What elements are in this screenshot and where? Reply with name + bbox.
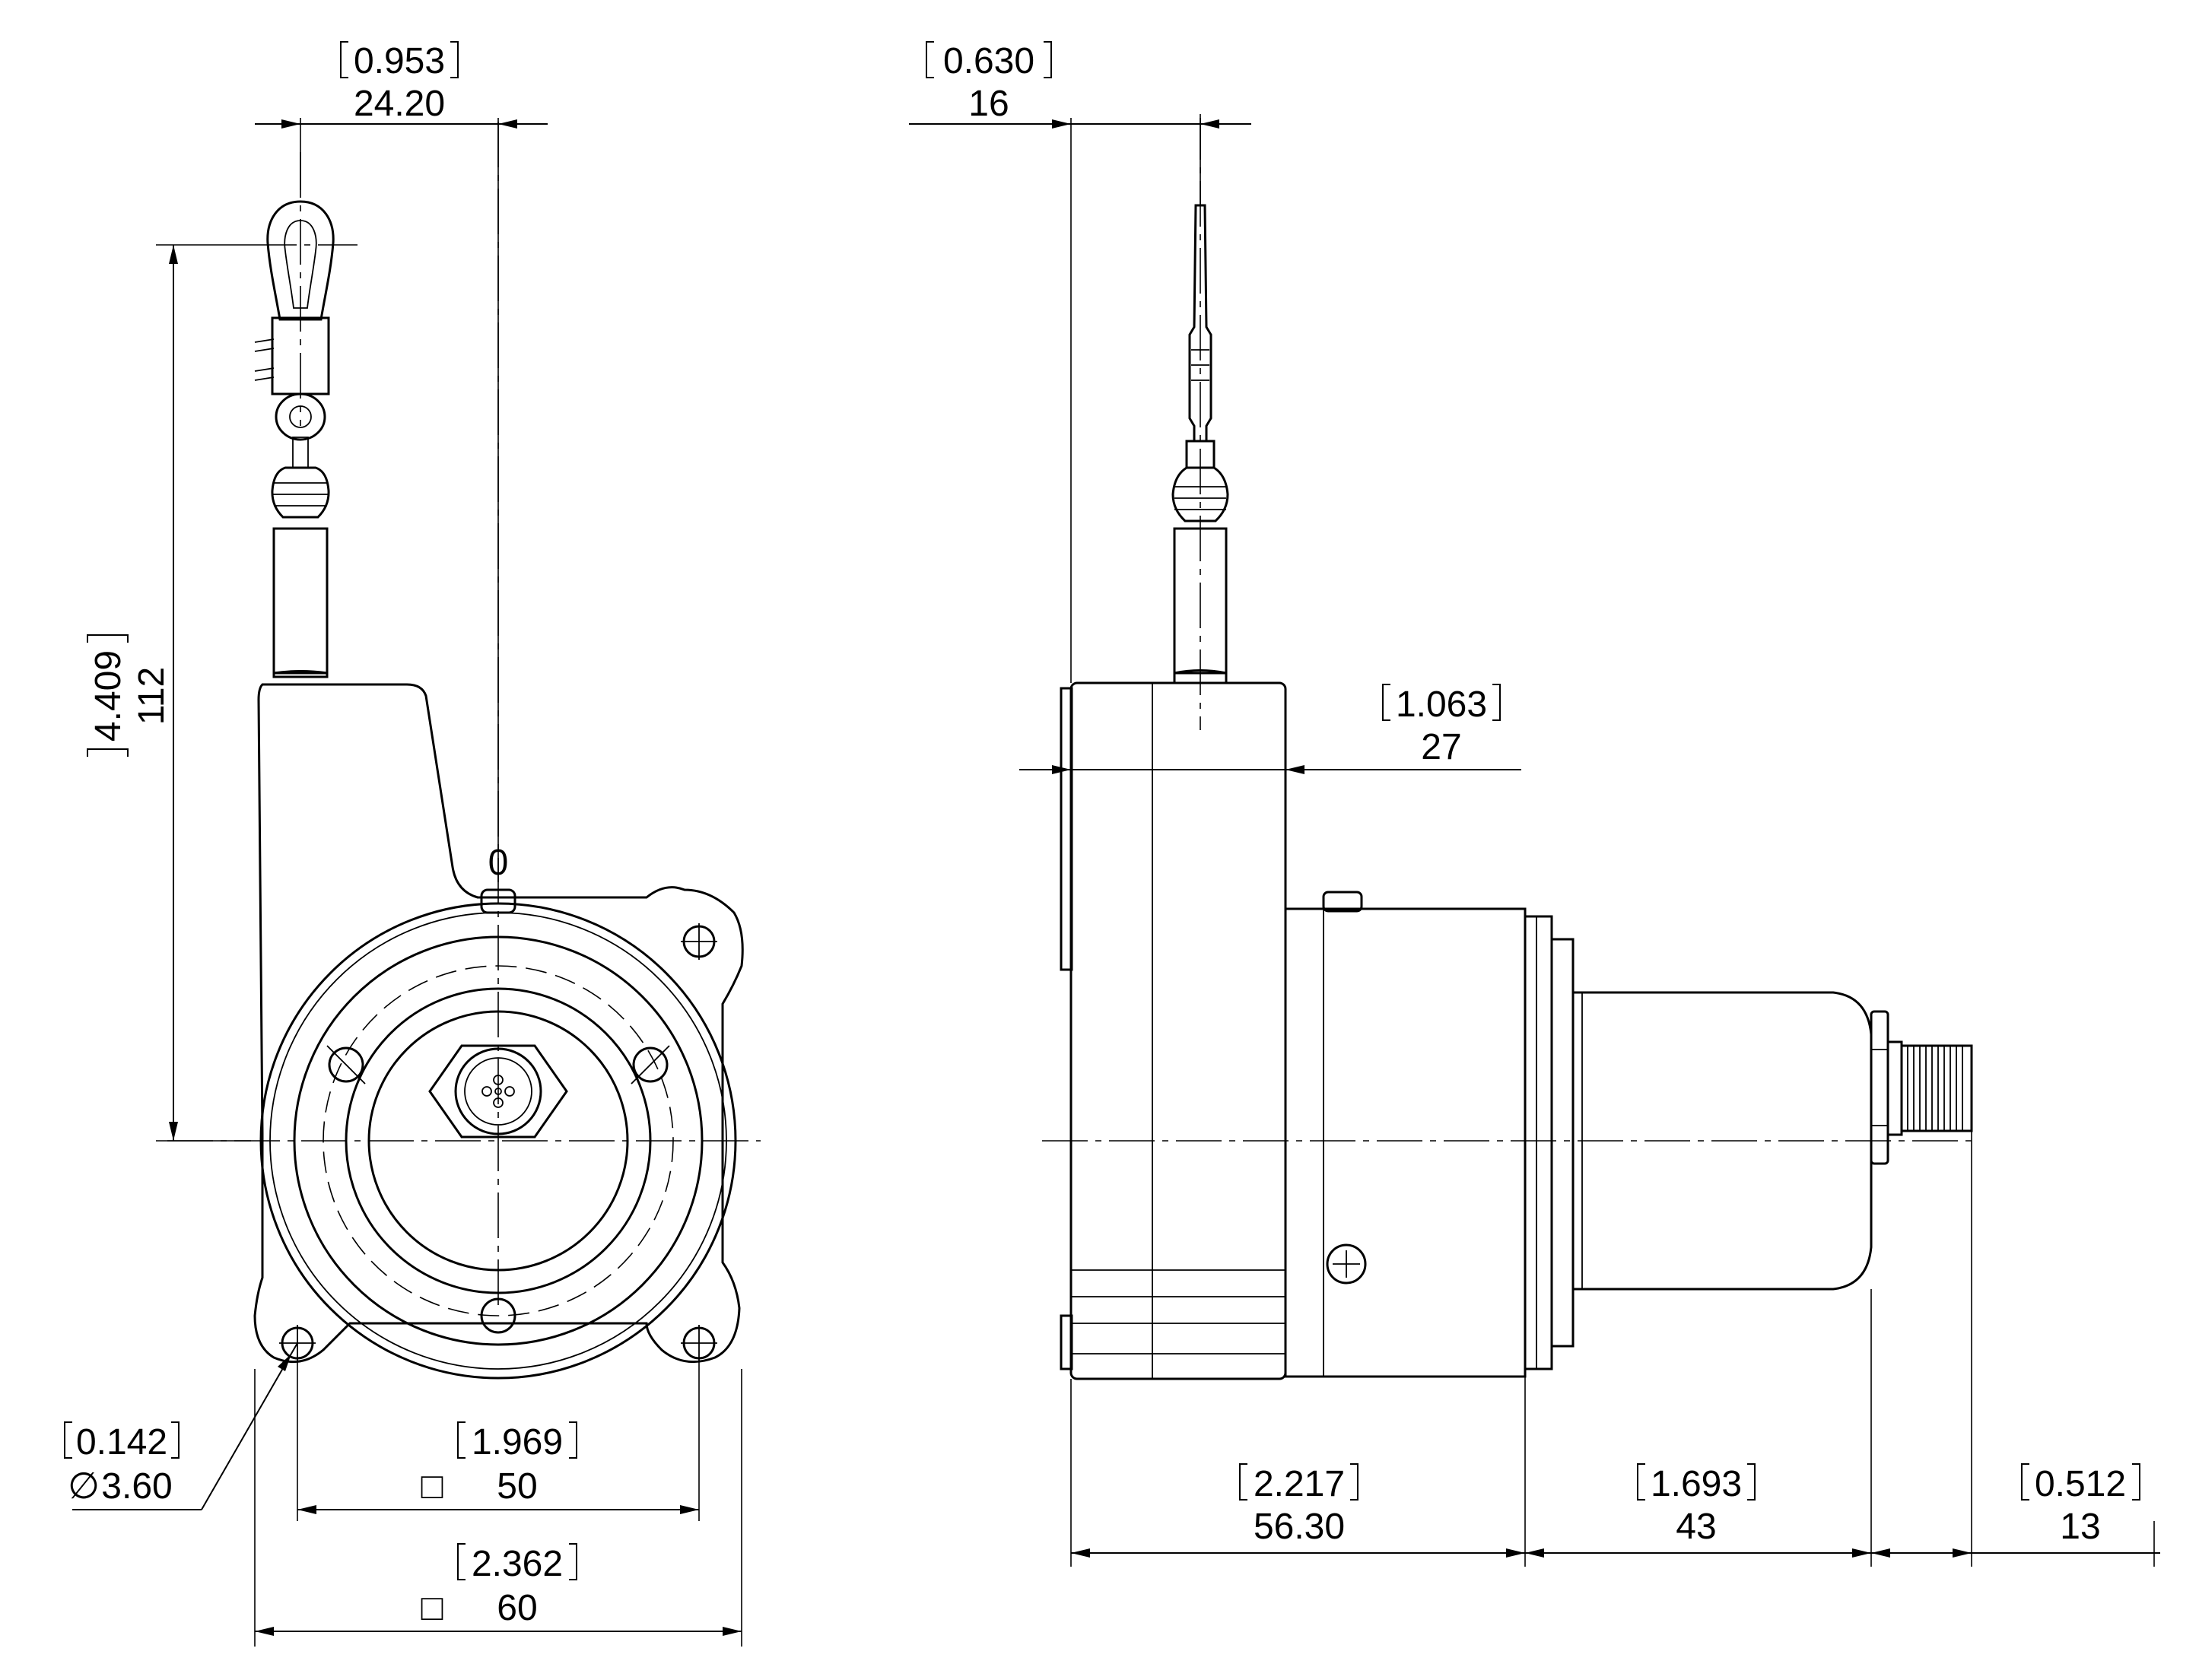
dim-height-front: 4.409 112 (87, 634, 172, 757)
dim-housing-depth-side: 1.063 27 (1382, 684, 1501, 767)
dim-encoder-length-side-mm: 43 (1676, 1507, 1716, 1547)
dim-cable-offset-side: 0.630 16 (926, 41, 1052, 124)
dim-housing-depth-side-mm: 27 (1421, 727, 1461, 767)
dim-body-length-side-inch: 2.217 (1254, 1464, 1345, 1504)
side-flange-body (1284, 907, 1527, 1378)
dim-hole-front-mm: 3.60 (101, 1466, 172, 1507)
side-connector-collar (1886, 1040, 1903, 1136)
dim-encoder-length-side: 1.693 43 (1637, 1463, 1756, 1547)
dim-cable-offset-front: 0.953 24.20 (340, 41, 459, 124)
front-inner-ring (345, 987, 652, 1294)
dim-hole-front-symbol: ∅ (68, 1466, 100, 1507)
connector-socket-inner (464, 1057, 532, 1126)
dim-height-front-inch: 4.409 (88, 650, 129, 742)
side-encoder-body (1571, 991, 1873, 1291)
side-housing-tab-bottom (1060, 1314, 1073, 1370)
dim-cable-offset-side-inch: 0.630 (943, 41, 1034, 81)
side-flange-step (1550, 938, 1575, 1348)
side-screw-head (1326, 1243, 1367, 1285)
dim-hole-front-inch: 0.142 (76, 1422, 167, 1462)
dim-hole-pattern-front: 1.969 □ 50 (421, 1421, 577, 1507)
dim-housing-depth-side-inch: 1.063 (1396, 684, 1487, 725)
front-inner-ring-2 (367, 1010, 629, 1272)
dim-connector-length-side-mm: 13 (2060, 1507, 2100, 1547)
side-zero-mark-post (1322, 891, 1363, 913)
dim-connector-length-side-inch: 0.512 (2035, 1464, 2126, 1504)
dim-height-front-mm: 112 (132, 667, 172, 726)
front-flange-inner (269, 912, 727, 1370)
dim-connector-length-side: 0.512 13 (2021, 1463, 2140, 1547)
dim-hole-front: 0.142 ∅ 3.60 (64, 1342, 298, 1510)
dim-body-length-side-mm: 56.30 (1254, 1507, 1345, 1547)
dim-width-front-symbol: □ (421, 1588, 443, 1628)
dim-cable-offset-side-mm: 16 (968, 84, 1009, 124)
side-flange-ring (1524, 915, 1553, 1370)
side-housing-tab-top (1060, 687, 1073, 971)
dim-hole-pattern-front-symbol: □ (421, 1466, 443, 1507)
dim-cable-offset-front-mm: 24.20 (354, 84, 445, 124)
side-spring-housing (1069, 681, 1287, 1380)
dim-cable-offset-front-inch: 0.953 (354, 41, 445, 81)
front-cable-assembly (254, 200, 335, 678)
front-bolt-circle (323, 965, 674, 1316)
flange-screw-left (328, 1046, 364, 1083)
dim-width-front-mm: 60 (497, 1588, 537, 1628)
front-flange-outer (259, 902, 737, 1380)
dim-width-front-inch: 2.362 (472, 1544, 563, 1584)
dim-hole-pattern-front-mm: 50 (497, 1466, 537, 1507)
flange-screw-bottom (480, 1297, 516, 1334)
flange-screw-right (632, 1046, 669, 1083)
dim-encoder-length-side-inch: 1.693 (1651, 1464, 1742, 1504)
side-view: 0.630 16 1.063 27 2.217 56.30 (909, 41, 2160, 1567)
side-cable-assembly (1171, 204, 1229, 684)
front-housing-outline (253, 683, 744, 1364)
dim-hole-pattern-front-inch: 1.969 (472, 1422, 563, 1462)
dim-body-length-side: 2.217 56.30 (1239, 1463, 1358, 1547)
connector-hex (428, 1044, 568, 1139)
side-connector-thread (1900, 1044, 1973, 1132)
front-body-ring (293, 935, 704, 1346)
dim-width-front: 2.362 □ 60 (421, 1543, 577, 1628)
connector-socket-outer (454, 1047, 542, 1135)
front-view: 0 0.953 24.20 4.409 112 (64, 41, 761, 1647)
